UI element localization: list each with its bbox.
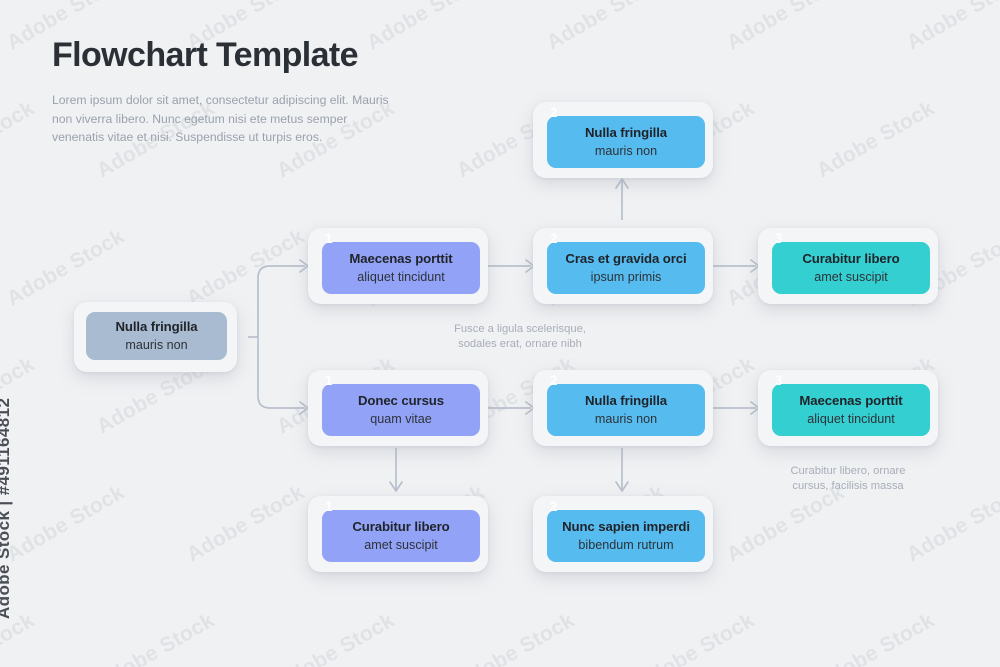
flow-node-row1-step2-badge: 2 <box>550 231 558 246</box>
flow-node-row3-step2[interactable]: 2 Nunc sapien imperdi bibendum rutrum <box>533 496 713 572</box>
flow-node-row2-step2[interactable]: 2 Nulla fringilla mauris non <box>533 370 713 446</box>
flow-node-row1-step1-body: Maecenas porttit aliquet tincidunt <box>322 242 480 294</box>
flow-node-start-title: Nulla fringilla <box>115 319 198 335</box>
caption-middle-line1: Fusce a ligula scelerisque, <box>454 323 586 335</box>
flow-node-row3-step1-badge: 1 <box>325 499 333 514</box>
caption-middle-line2: sodales erat, ornare nibh <box>458 337 582 350</box>
flow-node-row1-step1-badge: 1 <box>325 231 333 246</box>
flow-node-row3-step2-subtitle: bibendum rutrum <box>578 537 674 552</box>
flow-node-row2-step1-title: Donec cursus <box>357 393 444 409</box>
flow-node-row1-step3[interactable]: 3 Curabitur libero amet suscipit <box>758 228 938 304</box>
connector-split-row1 <box>257 265 305 337</box>
flow-node-row2-step1-subtitle: quam vitae <box>370 411 432 426</box>
flow-node-row2-step2-badge: 2 <box>550 373 558 388</box>
flow-node-row1-step2[interactable]: 2 Cras et gravida orci ipsum primis <box>533 228 713 304</box>
flow-node-row1-step2-body: Cras et gravida orci ipsum primis <box>547 242 705 294</box>
flow-node-row3-step1-body: Curabitur libero amet suscipit <box>322 510 480 562</box>
caption-right-line2: cursus, facilisis massa <box>792 479 904 492</box>
flow-node-row2-step1-body: Donec cursus quam vitae <box>322 384 480 436</box>
connector-arrow-row3-2 <box>615 481 629 492</box>
flow-node-row2-step3-subtitle: aliquet tincidunt <box>807 411 895 426</box>
flow-node-row3-step2-body: Nunc sapien imperdi bibendum rutrum <box>547 510 705 562</box>
flow-node-row1-step3-badge: 3 <box>775 231 783 246</box>
connector-split-row2 <box>257 337 305 409</box>
flow-node-row1-step3-body: Curabitur libero amet suscipit <box>772 242 930 294</box>
flow-node-top-branch[interactable]: 2 Nulla fringilla mauris non <box>533 102 713 178</box>
flow-node-start-subtitle: mauris non <box>125 337 188 352</box>
stock-watermark-label: Adobe Stock | #491164812 <box>0 397 13 619</box>
flow-node-row3-step1-title: Curabitur libero <box>352 519 450 535</box>
flow-node-row1-step2-title: Cras et gravida orci <box>565 251 687 267</box>
flow-node-row2-step2-subtitle: mauris non <box>594 411 658 426</box>
flow-node-row2-step2-title: Nulla fringilla <box>584 393 668 409</box>
flow-node-top-branch-subtitle: mauris non <box>594 143 658 158</box>
flow-node-row1-step1-title: Maecenas porttit <box>349 251 453 267</box>
flow-node-start[interactable]: Nulla fringilla mauris non <box>74 302 237 372</box>
caption-middle: Fusce a ligula scelerisque, sodales erat… <box>420 322 620 351</box>
flow-node-start-body: Nulla fringilla mauris non <box>86 312 227 360</box>
flow-node-row3-step2-badge: 2 <box>550 499 558 514</box>
flow-node-row3-step1[interactable]: 1 Curabitur libero amet suscipit <box>308 496 488 572</box>
flow-node-row2-step3-title: Maecenas porttit <box>799 393 903 409</box>
connector-arrow-row3-1 <box>389 481 403 492</box>
flow-node-row2-step3-body: Maecenas porttit aliquet tincidunt <box>772 384 930 436</box>
flow-node-row2-step1-badge: 1 <box>325 373 333 388</box>
flow-node-row1-step1-subtitle: aliquet tincidunt <box>357 269 445 284</box>
flow-node-row1-step3-subtitle: amet suscipit <box>814 269 888 284</box>
flow-node-row2-step3-badge: 3 <box>775 373 783 388</box>
flow-node-row2-step2-body: Nulla fringilla mauris non <box>547 384 705 436</box>
page-title: Flowchart Template <box>52 36 359 74</box>
flow-node-row1-step2-subtitle: ipsum primis <box>590 269 662 284</box>
page-subtitle: Lorem ipsum dolor sit amet, consectetur … <box>52 93 389 144</box>
flow-node-row3-step2-title: Nunc sapien imperdi <box>562 519 690 535</box>
caption-right: Curabitur libero, ornare cursus, facilis… <box>748 464 948 493</box>
flow-node-row1-step3-title: Curabitur libero <box>802 251 900 267</box>
flow-node-top-branch-title: Nulla fringilla <box>584 125 668 141</box>
flow-node-row2-step1[interactable]: 1 Donec cursus quam vitae <box>308 370 488 446</box>
connector-arrow-top-branch <box>615 178 629 189</box>
flow-node-row2-step3[interactable]: 3 Maecenas porttit aliquet tincidunt <box>758 370 938 446</box>
caption-right-line1: Curabitur libero, ornare <box>790 465 906 477</box>
flow-node-top-branch-body: Nulla fringilla mauris non <box>547 116 705 168</box>
flow-node-top-branch-badge: 2 <box>550 105 558 120</box>
flow-node-row3-step1-subtitle: amet suscipit <box>364 537 438 552</box>
flow-node-row1-step1[interactable]: 1 Maecenas porttit aliquet tincidunt <box>308 228 488 304</box>
